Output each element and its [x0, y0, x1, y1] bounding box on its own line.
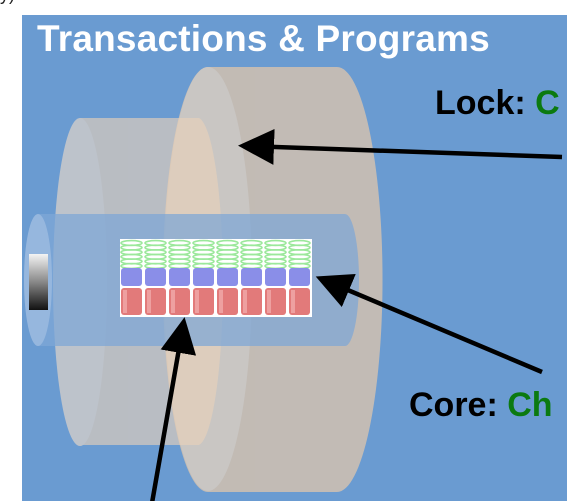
core-column	[120, 239, 143, 315]
band-highlight	[123, 290, 127, 313]
lock-label-value: C	[535, 84, 560, 122]
core-grid	[120, 239, 312, 317]
band-highlight	[195, 290, 199, 313]
core-column	[168, 239, 191, 315]
diagram-svg	[22, 15, 567, 501]
core-column	[240, 239, 263, 315]
middle-band	[121, 268, 142, 286]
band-highlight	[219, 290, 223, 313]
lock-label: Lock: C	[435, 84, 560, 123]
core-label-key: Core:	[409, 386, 498, 424]
arrows	[150, 128, 563, 501]
arrow-icon	[150, 317, 197, 501]
core-column	[216, 239, 239, 315]
middle-band	[289, 268, 310, 286]
core-label-value: Ch	[507, 386, 553, 424]
slide-title: Transactions & Programs	[37, 18, 490, 59]
core-column	[192, 239, 215, 315]
middle-band	[265, 268, 286, 286]
lock-label-key: Lock:	[435, 84, 526, 122]
middle-band	[241, 268, 262, 286]
band-highlight	[171, 290, 175, 313]
middle-band	[193, 268, 214, 286]
arrow-icon	[238, 128, 563, 165]
core-column	[144, 239, 167, 315]
core-column	[288, 239, 311, 315]
band-highlight	[291, 290, 295, 313]
core-column	[264, 239, 287, 315]
middle-band	[169, 268, 190, 286]
middle-band	[217, 268, 238, 286]
band-highlight	[267, 290, 271, 313]
middle-band	[145, 268, 166, 286]
top-text-fragment: y)	[0, 0, 15, 5]
core-label: Core: Ch	[409, 386, 553, 425]
slide-panel	[20, 13, 567, 501]
core-slot	[29, 254, 48, 310]
band-highlight	[243, 290, 247, 313]
arrow-icon	[315, 273, 543, 375]
band-highlight	[147, 290, 151, 313]
